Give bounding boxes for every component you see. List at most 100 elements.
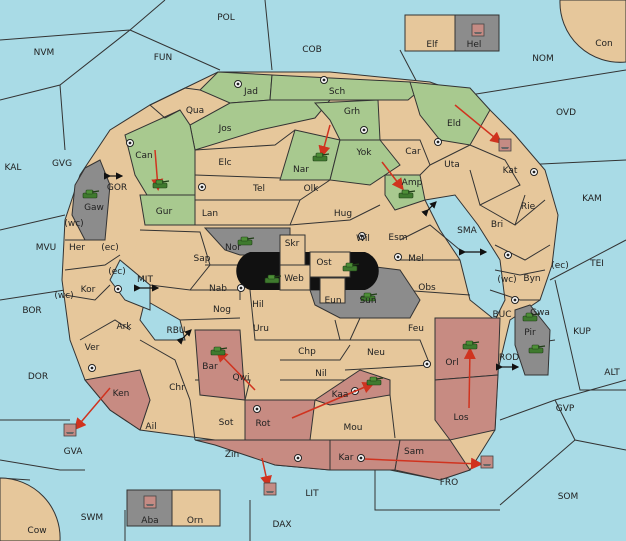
sea-buc[interactable]: BUC (492, 310, 511, 320)
land-chr[interactable]: Chr (169, 383, 185, 393)
land-sun[interactable]: Sun (359, 296, 376, 306)
land-wil[interactable]: Wil (356, 234, 370, 244)
land-jad[interactable]: Jad (243, 87, 258, 97)
land-esm[interactable]: Esm (388, 233, 407, 243)
sea-rbu[interactable]: RBU (166, 326, 185, 336)
land-sap[interactable]: Sap (194, 254, 211, 264)
sea-dor[interactable]: DOR (28, 372, 48, 382)
land-chp[interactable]: Chp (298, 347, 316, 357)
fleet-unit-lit[interactable] (263, 482, 277, 496)
land-kor[interactable]: Kor (81, 285, 96, 295)
land-car[interactable]: Car (405, 147, 421, 157)
sea-bor[interactable]: BOR (22, 306, 41, 316)
sea-cob[interactable]: COB (302, 45, 322, 55)
land-bar[interactable]: Bar (202, 362, 218, 372)
land-neu[interactable]: Neu (367, 348, 385, 358)
land-web[interactable]: Web (284, 274, 304, 284)
sea-som[interactable]: SOM (558, 492, 579, 502)
land-ver[interactable]: Ver (85, 343, 100, 353)
land-mel[interactable]: Mel (408, 254, 424, 264)
sea-kal[interactable]: KAL (5, 163, 22, 173)
sea-fro[interactable]: FRO (440, 478, 459, 488)
fleet-unit-hel[interactable] (471, 23, 485, 37)
land-ost[interactable]: Ost (316, 258, 332, 268)
sea-mit[interactable]: MIT (137, 275, 153, 285)
land-orl[interactable]: Orl (445, 358, 458, 368)
sea-alt[interactable]: ALT (604, 368, 620, 378)
land-skr[interactable]: Skr (285, 239, 300, 249)
land-hel[interactable]: Hel (467, 40, 482, 50)
land-zin[interactable]: Zin (225, 450, 239, 460)
land-lan[interactable]: Lan (202, 209, 218, 219)
sea-ovd[interactable]: OVD (556, 108, 576, 118)
sea-fun[interactable]: FUN (154, 53, 173, 63)
sea-cow[interactable]: Cow (27, 526, 46, 536)
land-kat[interactable]: Kat (503, 166, 518, 176)
land-gaw[interactable]: Gaw (84, 203, 104, 213)
land-sch[interactable]: Sch (329, 87, 345, 97)
land-grh[interactable]: Grh (344, 107, 360, 117)
land-uru[interactable]: Uru (253, 324, 269, 334)
land-qua[interactable]: Qua (186, 106, 204, 116)
land-kaa[interactable]: Kaa (332, 390, 349, 400)
land-hug[interactable]: Hug (334, 209, 352, 219)
land-qwi[interactable]: Qwi (233, 373, 250, 383)
sea-tei[interactable]: TEI (589, 259, 604, 269)
land-her[interactable]: Her (69, 243, 85, 253)
sea-con[interactable]: Con (595, 39, 613, 49)
land-rie[interactable]: Rie (521, 202, 536, 212)
sea-rod[interactable]: ROD (499, 353, 519, 363)
sea-kup[interactable]: KUP (573, 327, 591, 337)
fleet-unit-gva[interactable] (63, 423, 77, 437)
land-aba[interactable]: Aba (141, 516, 158, 526)
sea-pol[interactable]: POL (217, 13, 235, 23)
land-eld[interactable]: Eld (447, 119, 461, 129)
land-byn[interactable]: Byn (523, 274, 540, 284)
sea-nom[interactable]: NOM (532, 54, 554, 64)
fleet-unit-kat[interactable] (498, 138, 512, 152)
land-elc[interactable]: Elc (218, 158, 231, 168)
sea-gvg[interactable]: GVG (52, 159, 72, 169)
land-nar[interactable]: Nar (293, 165, 309, 175)
sea-dax[interactable]: DAX (272, 520, 291, 530)
land-gur[interactable]: Gur (156, 207, 173, 217)
sea-nvm[interactable]: NVM (34, 48, 55, 58)
land-rot[interactable]: Rot (256, 419, 271, 429)
land-pir[interactable]: Pir (524, 328, 536, 338)
land-uta[interactable]: Uta (444, 160, 460, 170)
land-yok[interactable]: Yok (355, 148, 372, 158)
land-sam[interactable]: Sam (404, 447, 424, 457)
land-mou[interactable]: Mou (344, 423, 363, 433)
land-tel[interactable]: Tel (252, 184, 265, 194)
land-obs[interactable]: Obs (418, 283, 436, 293)
land-nab[interactable]: Nab (209, 284, 227, 294)
sea-gor[interactable]: GOR (107, 183, 127, 193)
land-nog[interactable]: Nog (213, 305, 231, 315)
land-jos[interactable]: Jos (218, 124, 232, 134)
land-can[interactable]: Can (135, 151, 153, 161)
land-nor[interactable]: Nor (225, 243, 241, 253)
land-los[interactable]: Los (453, 413, 468, 423)
sea-mvu[interactable]: MVU (36, 243, 57, 253)
sea-lit[interactable]: LIT (305, 489, 319, 499)
fleet-unit-fro[interactable] (480, 455, 494, 469)
land-sot[interactable]: Sot (219, 418, 234, 428)
land-feu[interactable]: Feu (408, 324, 424, 334)
land-orn[interactable]: Orn (187, 516, 203, 526)
sea-sma[interactable]: SMA (457, 226, 477, 236)
sea-gvp[interactable]: GVP (556, 404, 575, 414)
land-amp[interactable]: Amp (402, 178, 423, 188)
land-hil[interactable]: Hil (252, 300, 264, 310)
land-bri[interactable]: Bri (491, 220, 503, 230)
land-ken[interactable]: Ken (113, 389, 130, 399)
sea-gva[interactable]: GVA (64, 447, 84, 457)
land-gwa[interactable]: Gwa (530, 308, 550, 318)
land-kar[interactable]: Kar (339, 453, 354, 463)
land-ark[interactable]: Ark (116, 322, 132, 332)
sea-swm[interactable]: SWM (81, 513, 103, 523)
land-elf[interactable]: Elf (426, 40, 438, 50)
land-olk[interactable]: Olk (304, 184, 320, 194)
land-nil[interactable]: Nil (315, 369, 327, 379)
fleet-unit-aba[interactable] (143, 495, 157, 509)
land-ail[interactable]: Ail (145, 422, 156, 432)
